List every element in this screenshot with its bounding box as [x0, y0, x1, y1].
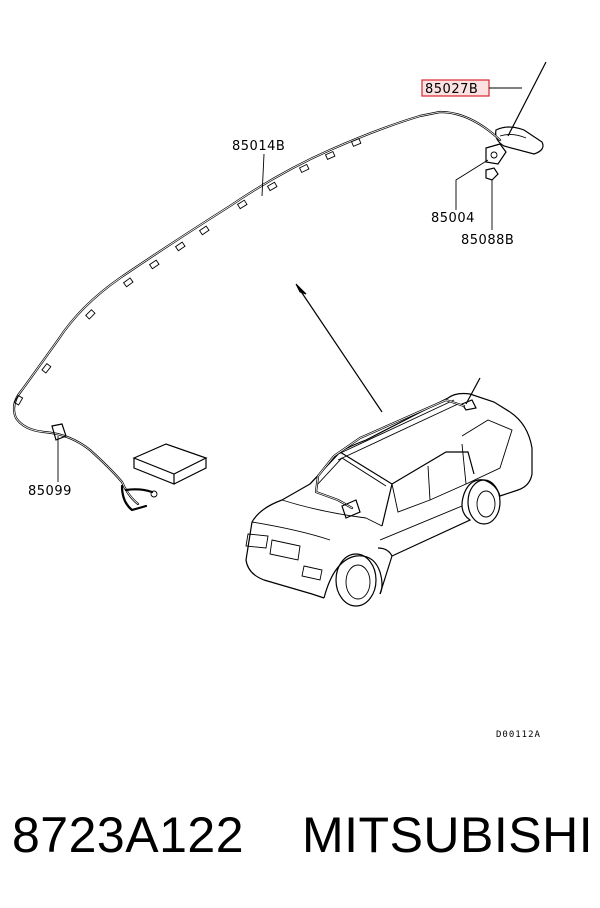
- footer-brand: MITSUBISHI: [302, 807, 594, 863]
- label-base-group[interactable]: 85004: [431, 159, 489, 226]
- antenna-assembly: [485, 61, 547, 181]
- antenna-nut: [485, 167, 499, 181]
- antenna-connector: [485, 143, 507, 165]
- label-base: 85004: [431, 211, 475, 226]
- label-cable: 85014B: [232, 139, 285, 154]
- label-nut-group[interactable]: 85088B: [461, 180, 514, 248]
- footer: 8723A122 MITSUBISHI: [0, 800, 600, 880]
- label-clip: 85099: [28, 484, 72, 499]
- leader-line-cable: [261, 153, 265, 197]
- footer-part-number: 8723A122: [12, 807, 245, 863]
- label-antenna-group[interactable]: 85027B: [421, 79, 522, 97]
- label-antenna: 85027B: [425, 82, 478, 97]
- pointer-arrow: [295, 283, 383, 413]
- antenna-mast: [507, 61, 547, 137]
- parts-diagram: 85027B 85004 85088B: [12, 61, 547, 740]
- amplifier-box: [132, 443, 208, 485]
- drawing-code: D00112A: [496, 730, 541, 740]
- label-clip-group[interactable]: 85099: [28, 436, 72, 499]
- label-cable-group[interactable]: 85014B: [232, 139, 285, 197]
- antenna-base-shape: [495, 126, 544, 155]
- antenna-cable: [12, 110, 502, 512]
- leader-line-base: [455, 159, 489, 210]
- label-nut: 85088B: [461, 233, 514, 248]
- vehicle-illustration: [245, 377, 533, 607]
